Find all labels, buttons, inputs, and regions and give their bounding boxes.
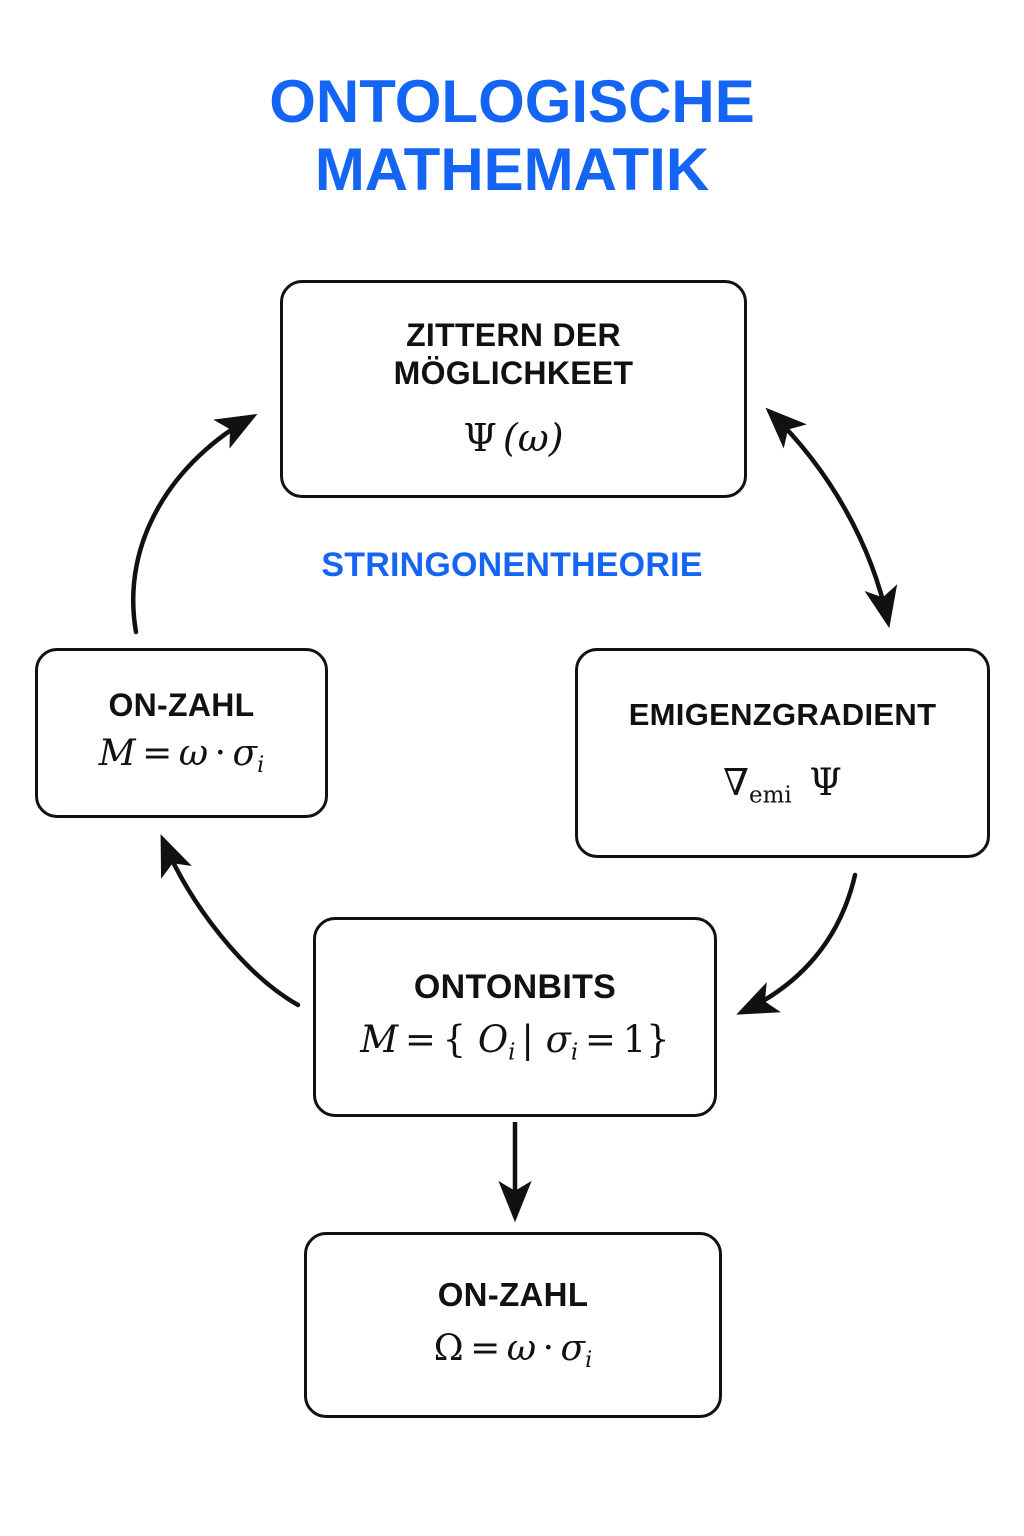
page-title: ONTOLOGISCHE MATHEMATIK (0, 68, 1024, 204)
node-on-zahl-bottom-formula: Ω=ω·σi (433, 1328, 593, 1374)
node-ontonbits-formula: M={ Oi| σi=1} (360, 1018, 670, 1066)
page-title-line1: ONTOLOGISCHE (269, 68, 755, 135)
node-zittern-heading-line2: MÖGLICHKEET (393, 355, 634, 392)
center-label-stringonentheorie: STRINGONENTHEORIE (321, 546, 703, 584)
edge-zittern-to-emigenzgradient (765, 407, 898, 629)
node-emigenzgradient-formula: ∇emi Ψ (723, 760, 842, 808)
edge-ontonbits-to-onzahl-left (160, 834, 301, 1008)
node-on-zahl-left-formula: M=ω·σi (98, 732, 265, 778)
node-ontonbits-heading: ONTONBITS (413, 967, 617, 1006)
node-on-zahl-left[interactable]: ON-ZAHL M=ω·σi (35, 648, 328, 818)
node-emigenzgradient-heading: EMIGENZGRADIENT (628, 697, 937, 733)
node-on-zahl-bottom[interactable]: ON-ZAHL Ω=ω·σi (304, 1232, 722, 1418)
node-zittern-heading: ZITTERN DER MÖGLICHKEET (394, 316, 634, 393)
edge-emigenzgradient-to-ontonbits (736, 872, 858, 1015)
node-zittern-der-moeglichkeet[interactable]: ZITTERN DER MÖGLICHKEET Ψ(ω) (280, 280, 747, 498)
page-title-line2: MATHEMATIK (314, 135, 710, 203)
node-emigenzgradient[interactable]: EMIGENZGRADIENT ∇emi Ψ (575, 648, 990, 858)
node-on-zahl-left-heading: ON-ZAHL (108, 687, 255, 724)
node-zittern-formula: Ψ(ω) (463, 415, 564, 460)
node-zittern-heading-line1: ZITTERN DER (406, 316, 621, 353)
node-on-zahl-bottom-heading: ON-ZAHL (437, 1275, 589, 1313)
node-ontonbits[interactable]: ONTONBITS M={ Oi| σi=1} (313, 917, 717, 1117)
edge-onzahl-left-to-zittern (130, 413, 258, 635)
